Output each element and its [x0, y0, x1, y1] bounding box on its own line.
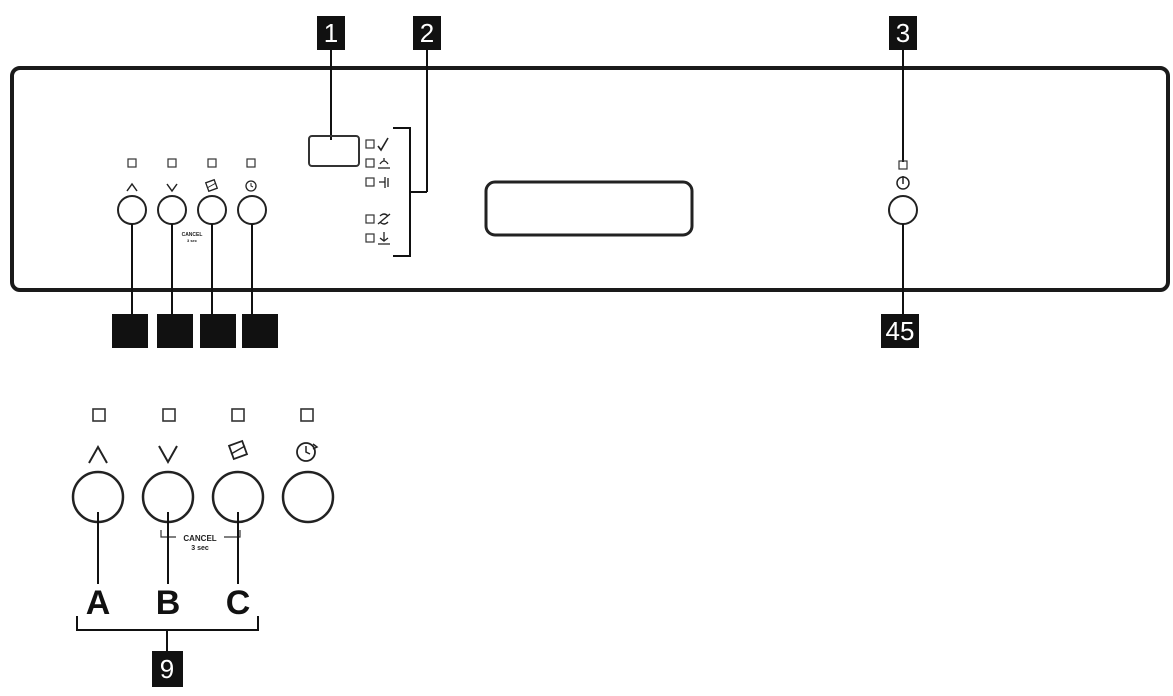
up-arrow-icon	[88, 444, 108, 464]
callout-9-label: 9	[160, 654, 174, 684]
group-bracket	[76, 616, 259, 651]
detail-led-b	[162, 408, 176, 422]
power-button[interactable]	[888, 195, 918, 225]
program-display-window	[484, 180, 694, 237]
delay-timer-icon	[296, 442, 319, 462]
indicator-rinse-aid	[365, 158, 390, 169]
status-display	[308, 135, 360, 167]
callout-45-label: 45	[886, 316, 915, 346]
detail-delay-button[interactable]	[281, 470, 335, 524]
panel-up-button[interactable]	[117, 195, 147, 225]
blank-callout-box-2	[157, 314, 193, 348]
tablet-icon	[227, 439, 249, 461]
delay-timer-icon	[245, 180, 257, 192]
control-panel-outline	[10, 66, 1170, 292]
detail-led-a	[92, 408, 106, 422]
panel-tablet-button[interactable]	[197, 195, 227, 225]
callout-3: 3	[889, 16, 917, 50]
panel-cancel-sec-label: 3 sec	[187, 238, 198, 243]
indicator-bracket	[393, 127, 411, 257]
callout-2: 2	[413, 16, 441, 50]
letter-a: A	[86, 584, 111, 622]
power-icon	[896, 176, 910, 190]
detail-led-d	[300, 408, 314, 422]
indicator-water	[365, 177, 389, 188]
panel-led-tablet	[207, 158, 217, 168]
power-indicator-light	[898, 160, 908, 170]
down-arrow-icon	[166, 183, 178, 193]
check-icon	[377, 137, 389, 152]
panel-button-group: CANCEL 3 sec	[112, 158, 278, 348]
tablet-icon	[204, 178, 219, 193]
detail-cancel-sec-label: 3 sec	[191, 545, 209, 552]
panel-delay-button[interactable]	[237, 195, 267, 225]
enlarged-button-detail: CANCEL 3 sec A B C 9	[71, 408, 335, 687]
panel-down-button[interactable]	[157, 195, 187, 225]
indicator-eco	[365, 232, 390, 245]
detail-cancel-label: CANCEL	[183, 534, 216, 543]
salt-icon	[377, 213, 391, 225]
rinse-aid-icon	[378, 158, 390, 169]
callout-3-label: 3	[896, 18, 910, 48]
down-arrow-icon	[158, 445, 178, 465]
panel-led-down	[167, 158, 177, 168]
blank-callout-box-4	[242, 314, 278, 348]
detail-led-c	[231, 408, 245, 422]
letter-c: C	[226, 584, 251, 622]
eco-icon	[378, 232, 390, 245]
blank-callout-box-3	[200, 314, 236, 348]
indicator-check	[365, 137, 389, 152]
callout-45: 45	[881, 314, 919, 348]
blank-callout-box-1	[112, 314, 148, 348]
callout-9: 9	[152, 651, 183, 687]
callout-1: 1	[317, 16, 345, 50]
cancel-bracket	[160, 530, 241, 538]
panel-cancel-label: CANCEL	[182, 232, 203, 238]
up-arrow-icon	[126, 182, 138, 192]
callout-1-label: 1	[324, 18, 338, 48]
indicator-salt	[365, 213, 391, 225]
panel-led-up	[127, 158, 137, 168]
letter-b: B	[156, 584, 181, 622]
panel-led-delay	[246, 158, 256, 168]
indicator-list	[365, 137, 391, 245]
callout-2-label: 2	[420, 18, 434, 48]
water-tap-icon	[379, 177, 389, 188]
